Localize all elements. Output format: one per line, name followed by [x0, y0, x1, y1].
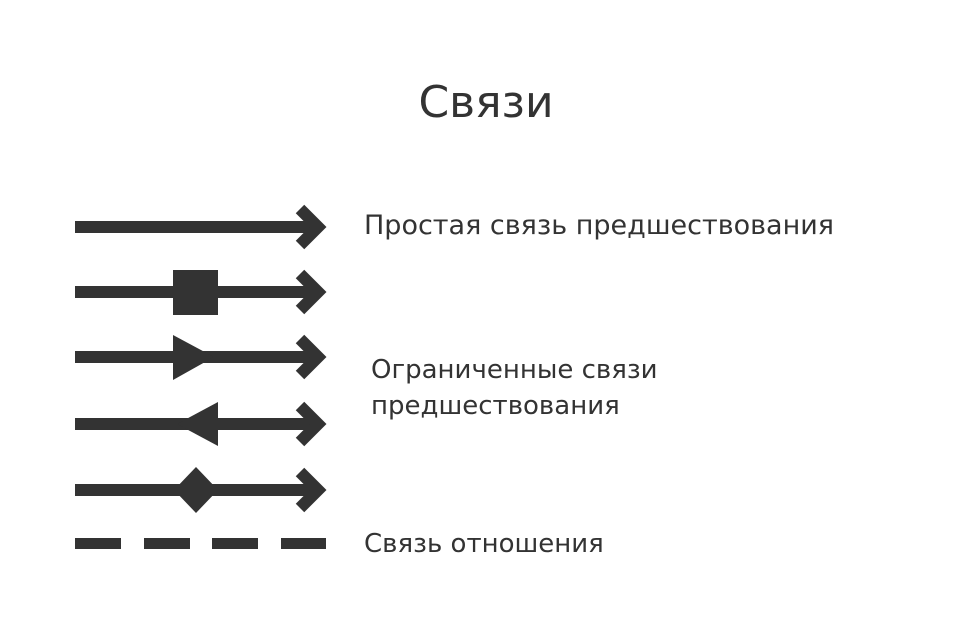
limited-link-label: Ограниченные связи предшествования [371, 352, 658, 424]
simple-link-label: Простая связь предшествования [364, 210, 835, 241]
triangle-right-marker [173, 335, 214, 380]
backward-triangle-link-arrow [75, 401, 327, 447]
diagram-title: Связи [418, 77, 554, 128]
forward-triangle-link-arrow [75, 334, 327, 380]
simple-link-arrow [75, 204, 327, 250]
dash-segment [212, 538, 258, 549]
limited-link-label-line2: предшествования [371, 391, 620, 421]
arrow-head [295, 401, 327, 447]
relation-link-label: Связь отношения [364, 529, 604, 559]
diamond-link-arrow [75, 467, 327, 513]
square-link-arrow [75, 269, 327, 315]
limited-link-label-line1: Ограниченные связи [371, 355, 658, 385]
triangle-left-marker [177, 402, 218, 446]
relation-link-dashed [75, 538, 326, 549]
arrow-head [295, 467, 327, 513]
dash-segment [144, 538, 190, 549]
arrow-head [295, 204, 327, 250]
square-marker [173, 270, 218, 315]
dash-segment [75, 538, 121, 549]
arrow-head [295, 269, 327, 315]
dash-segment [281, 538, 326, 549]
arrow-head [295, 334, 327, 380]
diamond-marker [174, 467, 218, 513]
